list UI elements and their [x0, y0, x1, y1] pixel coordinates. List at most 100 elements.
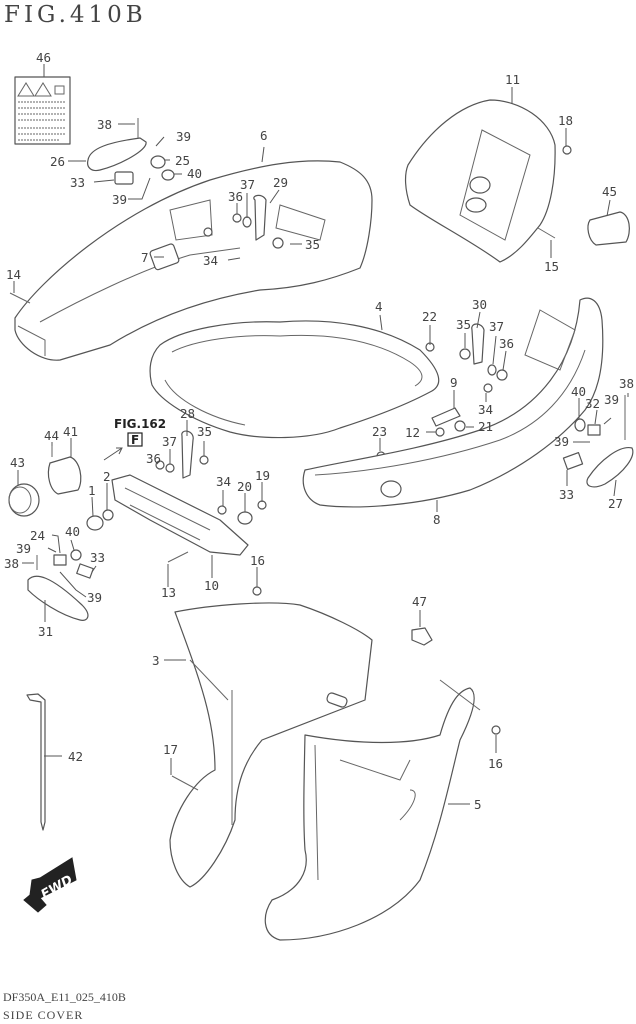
callout-5[interactable]: 5 [474, 797, 482, 812]
callout-40[interactable]: 40 [571, 384, 586, 399]
part-24-block[interactable] [53, 554, 67, 566]
callout-17[interactable]: 17 [163, 742, 178, 757]
part-37-washer-b[interactable] [487, 364, 497, 376]
callout-3[interactable]: 3 [152, 653, 160, 668]
callout-35[interactable]: 35 [197, 424, 212, 439]
callout-18[interactable]: 18 [558, 113, 573, 128]
callout-31[interactable]: 31 [38, 624, 53, 639]
part-31-handle-lower[interactable] [27, 575, 89, 621]
callout-32[interactable]: 32 [585, 396, 600, 411]
ref-box[interactable] [127, 432, 143, 447]
callout-36[interactable]: 36 [228, 189, 243, 204]
part-5-lower-cover-rear[interactable] [264, 679, 481, 941]
callout-12[interactable]: 12 [405, 425, 420, 440]
part-16-bolt-b[interactable] [491, 725, 501, 735]
callout-19[interactable]: 19 [255, 468, 270, 483]
part-6-upper-cover[interactable] [14, 160, 373, 361]
callout-46[interactable]: 46 [36, 50, 51, 65]
part-21-cap[interactable] [454, 420, 466, 432]
callout-39[interactable]: 39 [87, 590, 102, 605]
part-18-screw[interactable] [562, 145, 572, 155]
part-33-latch-c[interactable] [76, 563, 94, 579]
part-16-bolt-a[interactable] [252, 586, 262, 596]
callout-22[interactable]: 22 [422, 309, 437, 324]
callout-2[interactable]: 2 [103, 469, 111, 484]
part-45-plug[interactable] [587, 211, 630, 246]
part-47-clip[interactable] [411, 627, 433, 646]
part-34-bolt-a[interactable] [203, 227, 213, 237]
part-37-washer-c[interactable] [165, 463, 175, 473]
part-41-housing[interactable] [47, 456, 82, 495]
part-1-bushing[interactable] [86, 515, 104, 531]
callout-24[interactable]: 24 [30, 528, 45, 543]
callout-36[interactable]: 36 [499, 336, 514, 351]
part-4-seal[interactable] [149, 320, 440, 439]
callout-14[interactable]: 14 [6, 267, 21, 282]
callout-41[interactable]: 41 [63, 424, 78, 439]
part-40-grommet-c[interactable] [70, 549, 82, 561]
callout-34[interactable]: 34 [203, 253, 218, 268]
callout-37[interactable]: 37 [240, 177, 255, 192]
part-3-lower-cover[interactable] [169, 602, 373, 888]
part-29-hook[interactable] [253, 194, 267, 241]
callout-45[interactable]: 45 [602, 184, 617, 199]
callout-38[interactable]: 38 [619, 376, 634, 391]
callout-6[interactable]: 6 [260, 128, 268, 143]
callout-9[interactable]: 9 [450, 375, 458, 390]
callout-25[interactable]: 25 [175, 153, 190, 168]
callout-33[interactable]: 33 [559, 487, 574, 502]
callout-39[interactable]: 39 [604, 392, 619, 407]
callout-8[interactable]: 8 [433, 512, 441, 527]
part-40-grommet-upper[interactable] [161, 169, 175, 181]
callout-37[interactable]: 37 [489, 319, 504, 334]
callout-11[interactable]: 11 [505, 72, 520, 87]
callout-13[interactable]: 13 [161, 585, 176, 600]
callout-4[interactable]: 4 [375, 299, 383, 314]
part-26-handle-upper[interactable] [87, 137, 147, 172]
part-34-bolt-b[interactable] [483, 383, 493, 393]
callout-23[interactable]: 23 [372, 424, 387, 439]
part-15-bolt[interactable] [537, 227, 556, 239]
part-10-bracket[interactable] [111, 474, 249, 556]
part-35-nut-c[interactable] [199, 455, 209, 465]
callout-1[interactable]: 1 [88, 483, 96, 498]
callout-34[interactable]: 34 [478, 402, 493, 417]
callout-39[interactable]: 39 [16, 541, 31, 556]
callout-36[interactable]: 36 [146, 451, 161, 466]
callout-33[interactable]: 33 [70, 175, 85, 190]
callout-26[interactable]: 26 [50, 154, 65, 169]
callout-30[interactable]: 30 [472, 297, 487, 312]
callout-39[interactable]: 39 [176, 129, 191, 144]
part-33-latch-upper[interactable] [114, 171, 134, 185]
part-20-grommet[interactable] [237, 511, 253, 525]
part-25-bracket[interactable] [150, 155, 166, 169]
callout-15[interactable]: 15 [544, 259, 559, 274]
ref-fig-label[interactable]: FIG.162 [114, 417, 166, 431]
part-9-bracket[interactable] [431, 407, 461, 427]
part-36-washer-a[interactable] [232, 213, 242, 223]
callout-37[interactable]: 37 [162, 434, 177, 449]
part-32-block[interactable] [587, 424, 601, 436]
callout-16[interactable]: 16 [488, 756, 503, 771]
part-27-handle-rear[interactable] [586, 447, 634, 488]
part-28-hook[interactable] [181, 430, 194, 479]
callout-21[interactable]: 21 [478, 419, 493, 434]
part-17-bolt[interactable] [171, 775, 199, 791]
callout-40[interactable]: 40 [65, 524, 80, 539]
callout-35[interactable]: 35 [305, 237, 320, 252]
callout-7[interactable]: 7 [141, 250, 149, 265]
part-8-lower-rear-cover[interactable] [302, 297, 604, 508]
callout-47[interactable]: 47 [412, 594, 427, 609]
callout-27[interactable]: 27 [608, 496, 623, 511]
part-35-nut-b[interactable] [459, 348, 471, 360]
callout-38[interactable]: 38 [97, 117, 112, 132]
part-19-clip[interactable] [257, 500, 267, 510]
callout-35[interactable]: 35 [456, 317, 471, 332]
callout-44[interactable]: 44 [44, 428, 59, 443]
callout-39[interactable]: 39 [112, 192, 127, 207]
part-2-washer[interactable] [102, 509, 114, 521]
part-33-latch-b[interactable] [562, 452, 584, 470]
callout-42[interactable]: 42 [68, 749, 83, 764]
callout-43[interactable]: 43 [10, 455, 25, 470]
part-42-cable-tie[interactable] [26, 693, 46, 831]
